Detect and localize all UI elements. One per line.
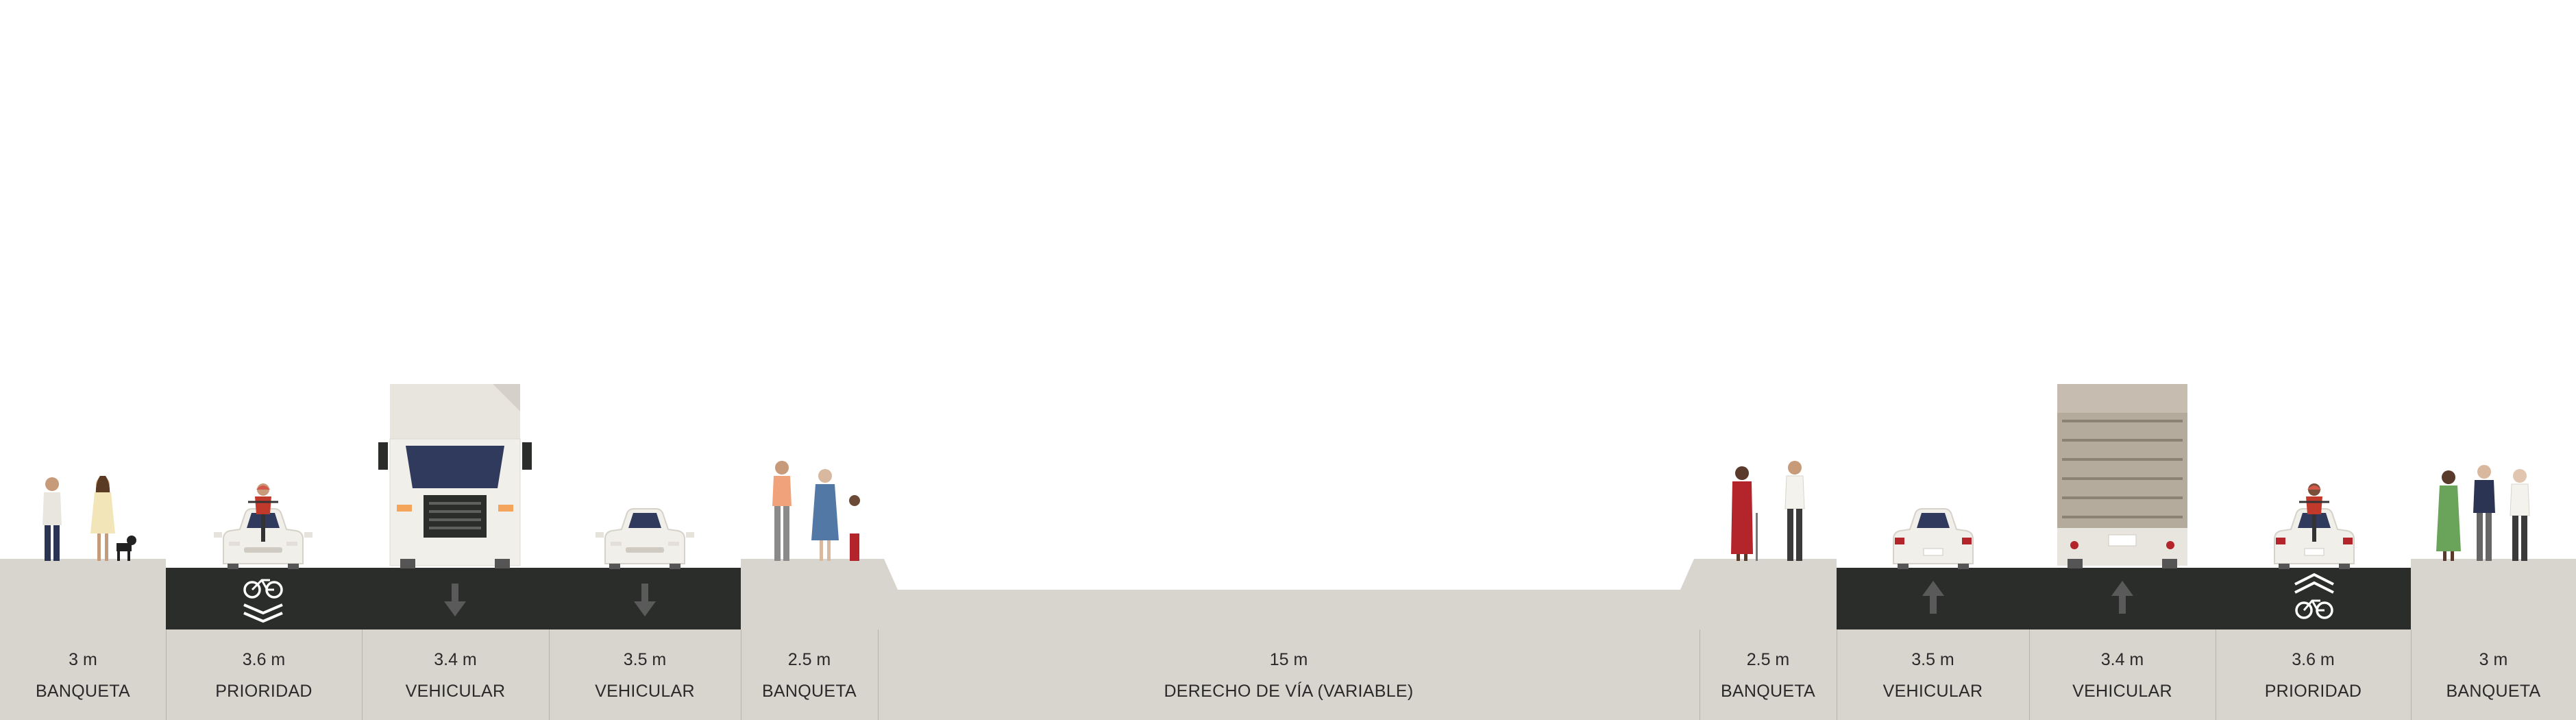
segment-width: 3.5 m (1911, 650, 1954, 669)
right-of-way-variable (878, 559, 1700, 720)
segment-width: 3.5 m (623, 650, 667, 669)
segment-width: 2.5 m (787, 650, 831, 669)
segment-label-vehicular-left-2: 3.5 m VEHICULAR (549, 629, 741, 720)
arrow-down-icon (634, 584, 656, 616)
segment-label-prioridad-left: 3.6 m PRIORIDAD (166, 629, 362, 720)
segment-width: 3.6 m (2292, 650, 2335, 669)
car-icon (595, 508, 695, 570)
pedestrian-icon (1784, 461, 1805, 561)
segment-name: PRIORIDAD (215, 682, 312, 701)
segment-divider (549, 629, 550, 720)
segment-width: 3 m (69, 650, 97, 669)
segment-label-vehicular-left-1: 3.4 m VEHICULAR (362, 629, 549, 720)
arrow-up-icon (1922, 581, 1944, 614)
segment-width: 3.6 m (242, 650, 286, 669)
segment-label-banqueta-center-left: 2.5 m BANQUETA (741, 629, 878, 720)
segment-name: VEHICULAR (2072, 682, 2172, 701)
segment-divider (2411, 629, 2412, 720)
dog-icon (116, 536, 136, 561)
segment-name: BANQUETA (2446, 682, 2541, 701)
segment-width: 15 m (1269, 650, 1308, 669)
segment-label-banqueta-left: 3 m BANQUETA (0, 629, 166, 720)
segment-width: 2.5 m (1746, 650, 1790, 669)
segment-label-banqueta-center-right: 2.5 m BANQUETA (1700, 629, 1837, 720)
segment-name: DERECHO DE VÍA (VARIABLE) (1164, 682, 1414, 701)
pedestrian-icon (811, 469, 839, 561)
segment-label-vehicular-right-1: 3.5 m VEHICULAR (1837, 629, 2029, 720)
pedestrian-icon (772, 461, 792, 561)
segment-width: 3.4 m (2100, 650, 2144, 669)
child-icon (848, 495, 861, 561)
segment-name: VEHICULAR (405, 682, 506, 701)
sidewalk-right (2411, 559, 2576, 720)
segment-name: VEHICULAR (595, 682, 695, 701)
arrow-down-icon (444, 584, 466, 616)
cyclist-icon (2299, 483, 2329, 542)
pedestrian-icon (42, 477, 62, 561)
segment-name: VEHICULAR (1882, 682, 1983, 701)
segment-label-vehicular-right-2: 3.4 m VEHICULAR (2029, 629, 2216, 720)
segment-name: PRIORIDAD (2264, 682, 2362, 701)
segment-name: BANQUETA (1720, 682, 1816, 701)
pedestrian-icon (2436, 470, 2461, 561)
sidewalk-left (0, 559, 166, 720)
car-icon (1893, 508, 1974, 570)
segment-label-prioridad-right: 3.6 m PRIORIDAD (2216, 629, 2411, 720)
segment-width: 3.4 m (434, 650, 477, 669)
arrow-up-icon (2111, 581, 2133, 614)
bike-sharrow-icon (243, 579, 283, 623)
segment-divider (2029, 629, 2030, 720)
truck-icon (2057, 384, 2187, 568)
pedestrian-icon (2473, 465, 2495, 561)
sidewalk-center-left (741, 559, 878, 720)
segment-divider (362, 629, 363, 720)
truck-icon (378, 384, 532, 568)
segment-divider (166, 629, 167, 720)
pedestrian-icon (1731, 466, 1758, 561)
segment-width: 3 m (2479, 650, 2508, 669)
pedestrian-icon (90, 476, 115, 561)
segment-name: BANQUETA (35, 682, 131, 701)
segment-name: BANQUETA (761, 682, 857, 701)
pedestrian-icon (2510, 469, 2530, 561)
segment-label-derecho-de-via: 15 m DERECHO DE VÍA (VARIABLE) (878, 629, 1700, 720)
cyclist-icon (248, 483, 278, 542)
bike-chevron-icon (2294, 573, 2334, 619)
sidewalk-center-right (1700, 559, 1837, 720)
segment-label-banqueta-right: 3 m BANQUETA (2411, 629, 2576, 720)
segment-divider (878, 629, 879, 720)
